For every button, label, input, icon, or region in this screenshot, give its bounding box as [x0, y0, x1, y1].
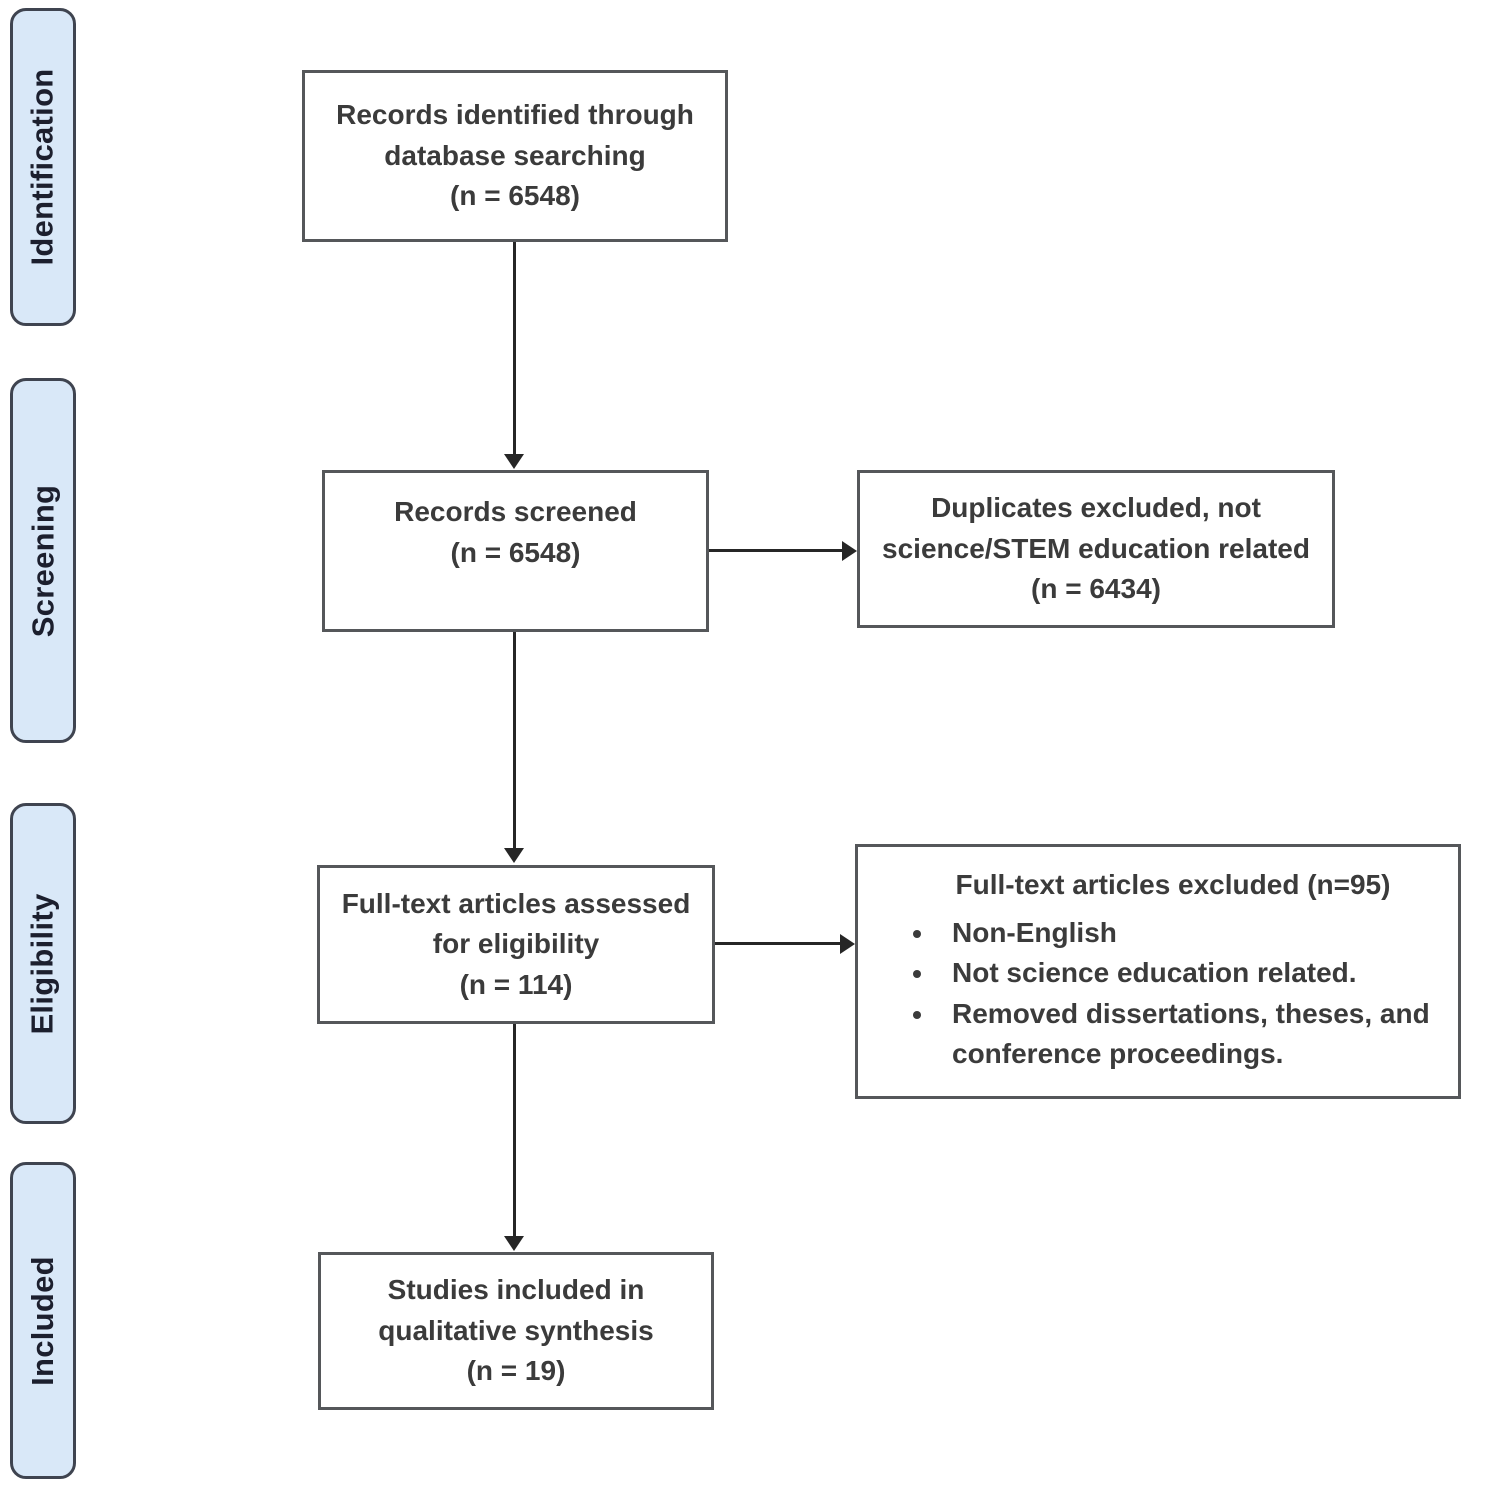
flowline-identified-to-screened [513, 242, 516, 456]
stage-band-included: Included [10, 1162, 76, 1479]
node-records-screened: Records screened (n = 6548) [322, 470, 709, 632]
node-studies-included: Studies included in qualitative synthesi… [318, 1252, 714, 1410]
flowline-screened-to-duplicates [709, 549, 844, 552]
stage-label-eligibility: Eligibility [25, 892, 60, 1035]
node-records-identified: Records identified through database sear… [302, 70, 728, 242]
arrowhead-right-icon [840, 934, 855, 954]
stage-label-included: Included [25, 1255, 61, 1386]
stage-band-eligibility: Eligibility [10, 803, 76, 1124]
arrowhead-right-icon [842, 541, 857, 561]
flowline-assessed-to-excluded [715, 942, 842, 945]
arrowhead-down-icon [504, 1236, 524, 1251]
flowline-screened-to-assessed [513, 632, 516, 849]
list-item: Non-English [936, 913, 1438, 953]
node-fulltext-excluded: Full-text articles excluded (n=95) Non-E… [855, 844, 1461, 1099]
fulltext-excluded-list: Non-English Not science education relate… [878, 912, 1438, 1075]
stage-label-identification: Identification [25, 68, 60, 266]
arrowhead-down-icon [504, 454, 524, 469]
stage-band-identification: Identification [10, 8, 76, 326]
stage-band-screening: Screening [10, 378, 76, 743]
node-duplicates-excluded: Duplicates excluded, not science/STEM ed… [857, 470, 1335, 628]
fulltext-excluded-title: Full-text articles excluded (n=95) [955, 869, 1391, 900]
list-item: Not science education related. [936, 953, 1438, 993]
arrowhead-down-icon [504, 848, 524, 863]
stage-label-screening: Screening [25, 484, 60, 637]
list-item: Removed dissertations, theses, and confe… [936, 994, 1438, 1074]
node-fulltext-assessed: Full-text articles assessed for eligibil… [317, 865, 715, 1024]
flowline-assessed-to-included [513, 1024, 516, 1238]
